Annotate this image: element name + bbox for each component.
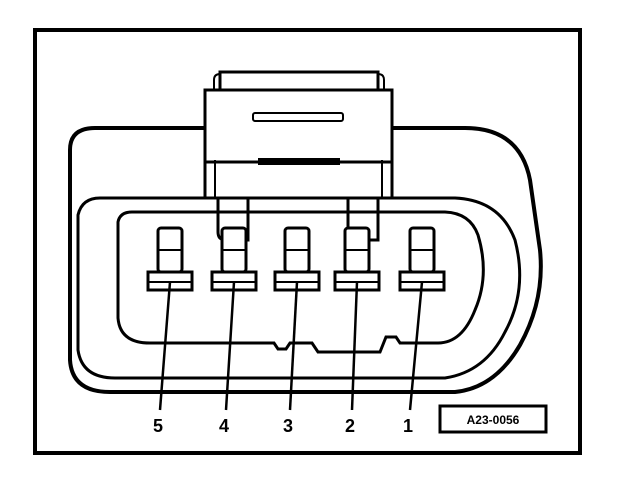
connector-housing-inner [76, 196, 522, 380]
pin-1: 1 [398, 226, 446, 436]
pin-number-label: 4 [219, 416, 229, 436]
pin-4: 4 [210, 226, 258, 436]
pin-number-label: 2 [345, 416, 355, 436]
pin-3: 3 [273, 226, 321, 436]
locking-latch [203, 70, 394, 198]
connector-housing [68, 126, 543, 394]
pin-5: 5 [146, 226, 194, 436]
figure-frame [33, 28, 582, 455]
pin-number-label: 1 [403, 416, 413, 436]
pin-number-label: 5 [153, 416, 163, 436]
pin-2: 2 [333, 226, 381, 436]
reference-code: A23-0056 [467, 413, 520, 427]
pin-number-label: 3 [283, 416, 293, 436]
reference-code-box: A23-0056 [438, 404, 548, 434]
contact-cavity [116, 210, 485, 354]
pin-group: 5 4 3 2 1 [146, 226, 446, 436]
